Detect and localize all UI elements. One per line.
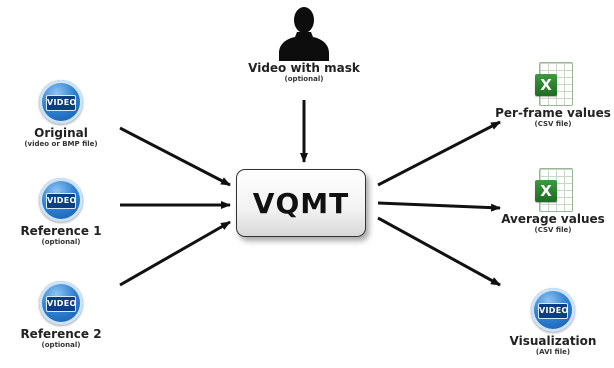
output-title-per-frame: Per-frame values <box>495 106 611 120</box>
output-node-per-frame: X Per-frame values (CSV file) <box>494 62 612 129</box>
arrow-vqmt-to-average <box>377 201 501 212</box>
mask-title: Video with mask <box>248 61 360 75</box>
video-icon-label: VIDEO <box>46 193 76 209</box>
vqmt-box: VQMT <box>236 169 366 237</box>
video-icon-label: VIDEO <box>538 303 568 319</box>
output-node-visualization: VIDEO Visualization (AVI file) <box>494 288 612 357</box>
arrow-reference2-to-vqmt <box>119 220 231 287</box>
input-subtitle-reference-1: (optional) <box>41 238 81 246</box>
excel-icon-mark: X <box>535 180 557 202</box>
output-title-average: Average values <box>501 212 605 226</box>
arrow-vqmt-to-perframe <box>377 120 501 187</box>
output-subtitle-visualization: (AVI file) <box>535 348 571 356</box>
input-title-reference-1: Reference 1 <box>20 224 102 238</box>
input-node-original: VIDEO Original (video or BMP file) <box>0 80 122 149</box>
excel-icon-mark: X <box>535 74 557 96</box>
arrow-original-to-vqmt <box>119 126 231 187</box>
input-subtitle-original: (video or BMP file) <box>24 140 98 148</box>
output-node-average: X Average values (CSV file) <box>494 168 612 235</box>
person-silhouette-icon <box>279 7 329 61</box>
input-subtitle-reference-2: (optional) <box>41 341 81 349</box>
video-icon-label: VIDEO <box>46 95 76 111</box>
input-title-original: Original <box>34 126 88 140</box>
mask-subtitle: (optional) <box>284 75 324 83</box>
input-node-reference-1: VIDEO Reference 1 (optional) <box>0 178 122 247</box>
input-node-reference-2: VIDEO Reference 2 (optional) <box>0 281 122 350</box>
output-subtitle-per-frame: (CSV file) <box>534 120 572 128</box>
arrow-vqmt-to-visualization <box>377 216 501 287</box>
video-icon: VIDEO <box>531 288 575 332</box>
vqmt-label: VQMT <box>252 186 350 220</box>
output-title-visualization: Visualization <box>509 334 597 348</box>
video-icon: VIDEO <box>39 178 83 222</box>
input-title-reference-2: Reference 2 <box>20 327 102 341</box>
video-icon: VIDEO <box>39 281 83 325</box>
output-subtitle-average: (CSV file) <box>534 226 572 234</box>
video-icon: VIDEO <box>39 80 83 124</box>
video-icon-label: VIDEO <box>46 296 76 312</box>
mask-node: Video with mask (optional) <box>244 5 364 84</box>
excel-icon: X <box>535 168 573 212</box>
excel-icon: X <box>535 62 573 106</box>
